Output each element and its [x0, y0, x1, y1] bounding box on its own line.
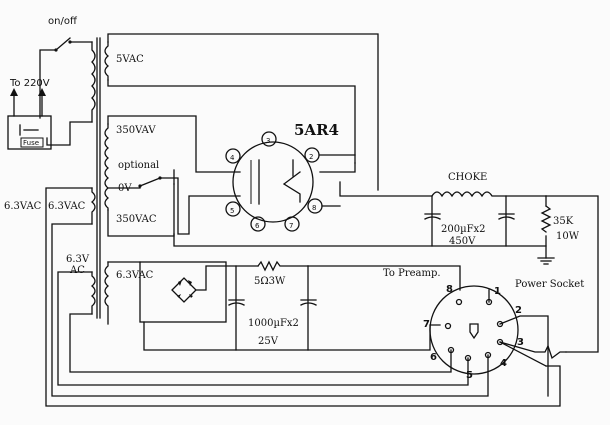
socket-pin-4: 4: [500, 358, 507, 369]
power-socket: 8 1 2 7 3 6 5 4 Power Socket: [45, 187, 584, 407]
secondary-350vac: [104, 123, 110, 211]
socket-pin-8: 8: [446, 284, 453, 295]
cap1-value: 200µFx2: [441, 224, 486, 235]
bridge-box: [139, 261, 227, 323]
tube-pin-3: [261, 131, 277, 147]
socket-pin-2: 2: [515, 305, 522, 316]
svg-text:5: 5: [230, 207, 234, 215]
fuse-label: Fuse: [23, 139, 39, 147]
6.3v-label: 6.3V: [66, 254, 90, 265]
bridge-rectifier: [171, 277, 197, 303]
10w-label: 10W: [556, 231, 580, 242]
resistor-35k: [540, 205, 552, 233]
35k-label: 35K: [553, 216, 574, 227]
cap2-value: 1000µFx2: [248, 318, 299, 329]
socket-pin-3: 3: [517, 337, 524, 348]
optional-switch: [139, 177, 161, 187]
mains-input: Fuse To 220V on/off: [7, 16, 93, 150]
tube-pin-5: [225, 201, 241, 217]
to-220v-label: To 220V: [9, 78, 50, 89]
power-socket-label: Power Socket: [515, 279, 584, 290]
socket-pin-6: 6: [430, 352, 437, 363]
primary-winding: [91, 41, 96, 123]
6.3vac-label-outer: 6.3VAC: [4, 201, 42, 212]
6.3vac-label-left: 6.3VAC: [48, 201, 86, 212]
mains-plug-box: [7, 115, 52, 150]
secondary-6.3vac-dc: [104, 261, 110, 325]
transformer: 5VAC 350VAV optional 0V 350VAC 6.3VAC 6.…: [48, 37, 159, 325]
secondary-5vac: [104, 41, 110, 81]
svg-text:8: 8: [312, 204, 316, 212]
cap1-voltage: 450V: [449, 236, 476, 247]
socket-key: [469, 323, 479, 340]
svg-text:2: 2: [309, 153, 313, 161]
tube-cathode: [283, 171, 301, 203]
5vac-label: 5VAC: [116, 54, 144, 65]
heater-dc-supply: 5Ω3W 1000µFx2 25V To Preamp.: [107, 260, 461, 351]
to-preamp-label: To Preamp.: [383, 268, 441, 279]
350vac-label: 350VAC: [116, 214, 157, 225]
rectifier-wiring: [107, 33, 547, 247]
5ohm-label: 5Ω3W: [254, 276, 286, 287]
on-off-label: on/off: [48, 16, 78, 27]
tube-pin-6: [250, 216, 266, 232]
svg-text:7: 7: [289, 222, 293, 230]
socket-outline: [429, 285, 519, 375]
on-off-switch: [55, 37, 71, 51]
b-plus-filter: CHOKE 200µFx2 450V 35K 10W: [424, 172, 599, 353]
tube-5ar4: 3 4 2 5 6 7 8 5AR4: [225, 121, 356, 232]
socket-pin-5: 5: [466, 370, 473, 381]
svg-text:4: 4: [230, 154, 235, 162]
resistor-5ohm: [257, 260, 309, 272]
6.3vac-label-right: 6.3VAC: [116, 270, 154, 281]
tube-pin-7: [284, 216, 300, 232]
tube-envelope: [232, 141, 314, 223]
svg-text:6: 6: [255, 222, 260, 230]
secondary-6.3vac-heater: [90, 187, 96, 225]
tube-label-5ar4: 5AR4: [294, 121, 339, 139]
fuse-symbol: [20, 137, 44, 148]
choke-label: CHOKE: [448, 172, 487, 183]
svg-text:3: 3: [266, 137, 270, 145]
tube-pin-2: [304, 147, 320, 163]
350vav-label: 350VAV: [116, 125, 156, 136]
socket-pin-1: 1: [494, 286, 501, 297]
ac-label: AC: [69, 265, 85, 276]
cap2-voltage: 25V: [258, 336, 279, 347]
tube-pin-4: [225, 148, 241, 164]
choke-inductor: [431, 191, 547, 198]
socket-pin-7: 7: [423, 319, 430, 330]
secondary-6.3v-ac: [90, 271, 96, 315]
optional-label: optional: [118, 160, 159, 171]
